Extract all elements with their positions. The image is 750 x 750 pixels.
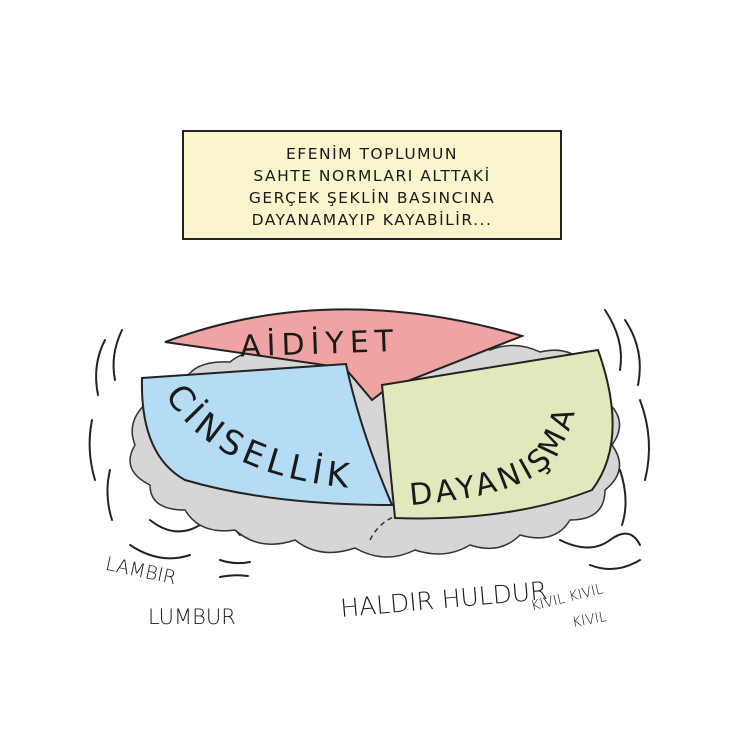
slice-label-aidiyet: AİDİYET xyxy=(240,323,400,365)
pie-slice-dayanisma xyxy=(380,348,614,520)
pie-slice-aidiyet xyxy=(164,308,526,402)
caption-line: SAHTE NORMLARI ALTTAKİ xyxy=(253,167,491,185)
caption-line: DAYANAMAYIP KAYABİLİR... xyxy=(251,211,493,229)
caption-line: EFENİM TOPLUMUN xyxy=(285,145,458,163)
shake-lines xyxy=(88,309,650,578)
sound-lumbur: LUMBUR xyxy=(148,605,236,629)
caption-line: GERÇEK ŞEKLİN BASINCINA xyxy=(248,189,496,207)
caption-box: EFENİM TOPLUMUN SAHTE NORMLARI ALTTAKİ G… xyxy=(182,130,562,240)
pie-slice-cinsellik xyxy=(140,362,394,507)
